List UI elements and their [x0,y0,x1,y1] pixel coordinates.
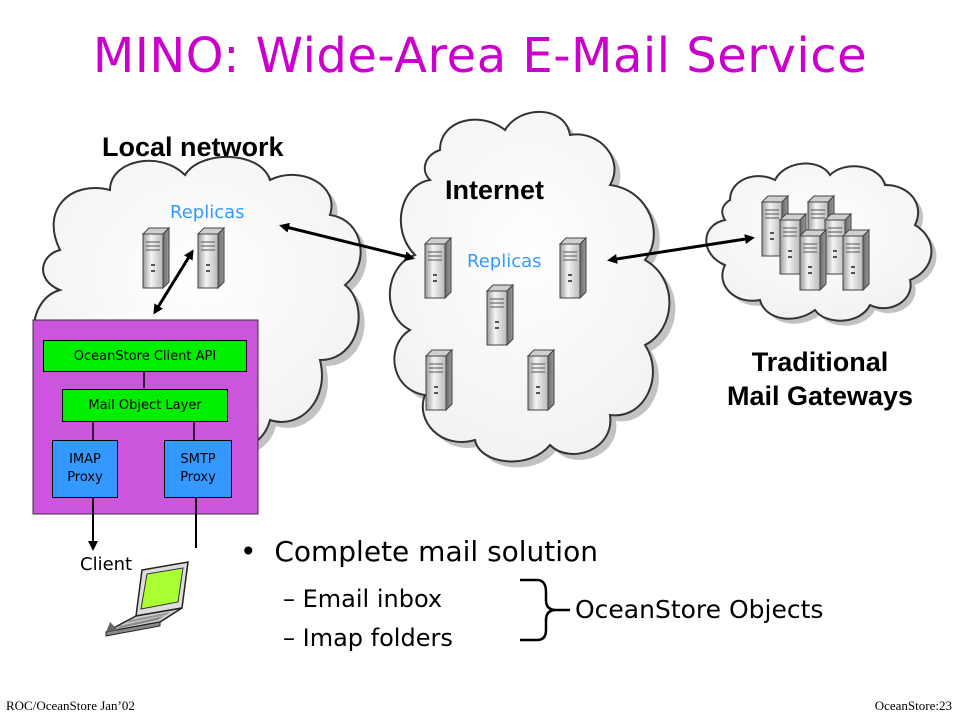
imap-proxy-line2: Proxy [67,470,103,485]
sub-dash: – [283,585,303,613]
local-replicas-label: Replicas [170,202,245,223]
internet-to-gateway-arrow [607,234,755,264]
bullet-main: • Complete mail solution [240,535,598,568]
footer-right: OceanStore:23 [874,698,952,713]
client-label: Client [80,554,133,575]
internet-replica-server-icon [424,237,452,299]
internet-label: Internet [445,175,545,205]
footer-left: ROC/OceanStore Jan’02 [6,698,135,713]
internet-replicas-label: Replicas [467,251,542,272]
internet-replica-server-icon [527,349,555,411]
bullet-dot: • [240,535,275,568]
mail-object-layer-box: Mail Object Layer [62,389,228,422]
bullet-sub-2: – Imap folders [283,624,453,652]
laptop-icon [105,561,189,637]
smtp-proxy-line2: Proxy [180,470,216,485]
gateways-label: Traditional Mail Gateways [700,345,940,413]
gateways-label-line2: Mail Gateways [726,381,914,411]
oceanstore-client-api-box: OceanStore Client API [43,340,247,372]
local-to-internet-arrow [279,222,415,262]
local-replica-server-icon [197,227,225,289]
smtp-proxy-line1: SMTP [180,452,216,467]
local-replica-server-icon [142,227,170,289]
bullet-sub-1-text: Email inbox [302,585,443,613]
internet-replica-server-icon [486,284,514,346]
bullet-sub-2-text: Imap folders [302,624,453,652]
local-to-stack-arrow [153,249,194,315]
oceanstore-objects-label: OceanStore Objects [575,595,824,624]
imap-proxy-box: IMAP Proxy [52,440,118,498]
sub-dash: – [283,624,303,652]
smtp-proxy-box: SMTP Proxy [164,440,232,498]
internet-cloud [388,110,676,468]
imap-proxy-line1: IMAP [69,452,101,467]
bullet-sub-1: – Email inbox [283,585,442,613]
gateways-label-line1: Traditional [751,347,889,377]
internet-replica-server-icon [425,349,453,411]
bullet-main-text: Complete mail solution [274,535,598,568]
internet-replica-server-icon [559,237,587,299]
local-network-label: Local network [102,132,284,162]
slide-title: MINO: Wide-Area E-Mail Service [92,28,868,84]
brace-icon [520,578,557,642]
